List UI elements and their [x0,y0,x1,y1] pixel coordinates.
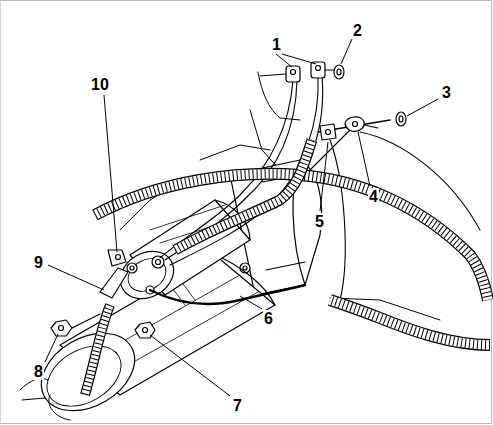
callout-number: 9 [33,254,44,271]
callout-number: 7 [232,397,243,414]
callout-holder: 6 [263,310,274,328]
callout-holder: 9 [33,254,44,272]
callout-holder: 8 [33,363,44,381]
callout-number: 1 [271,36,282,53]
callout-holder: 2 [352,22,363,40]
callout-holder: 1 [271,36,282,54]
callout-number: 3 [441,84,452,101]
callout-number: 8 [33,363,44,380]
callout-holder: 5 [314,213,325,231]
callout-holder: 4 [368,188,379,206]
callout-number: 10 [90,76,110,93]
callout-number: 2 [352,22,363,39]
callout-number: 6 [263,310,274,327]
callout-holder: 10 [90,76,110,94]
callout-number: 4 [368,188,379,205]
callout-holder: 7 [232,397,243,415]
callout-holder: 3 [441,84,452,102]
callout-number: 5 [314,213,325,230]
